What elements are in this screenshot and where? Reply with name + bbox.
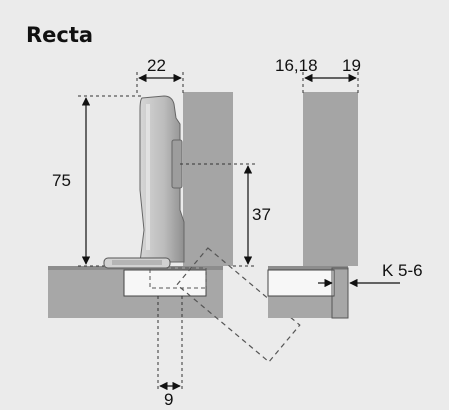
dim-9-label: 9 bbox=[164, 390, 173, 409]
door-open-outline bbox=[176, 247, 301, 363]
cup-open-outline bbox=[149, 267, 207, 289]
right-door-edge bbox=[268, 266, 348, 270]
hinge-cup bbox=[123, 269, 207, 297]
cabinet-side-panel bbox=[183, 92, 233, 266]
right-side-panel bbox=[303, 92, 358, 266]
diagram-title: Recta bbox=[26, 23, 93, 47]
dim-22-label: 22 bbox=[147, 56, 166, 75]
hinge-arm bbox=[139, 95, 185, 263]
right-cup-area bbox=[267, 269, 335, 297]
mounting-plate-slot bbox=[112, 260, 162, 265]
overlay-label: K 5-6 bbox=[382, 261, 423, 280]
right-door-end bbox=[331, 267, 349, 319]
dim-thick-label-a: 16,18 bbox=[275, 56, 318, 75]
hinge-highlight bbox=[146, 104, 150, 250]
dim-75-label: 75 bbox=[52, 171, 71, 190]
dim-thick-label-b: 19 bbox=[342, 56, 361, 75]
dim-37-label: 37 bbox=[252, 205, 271, 224]
